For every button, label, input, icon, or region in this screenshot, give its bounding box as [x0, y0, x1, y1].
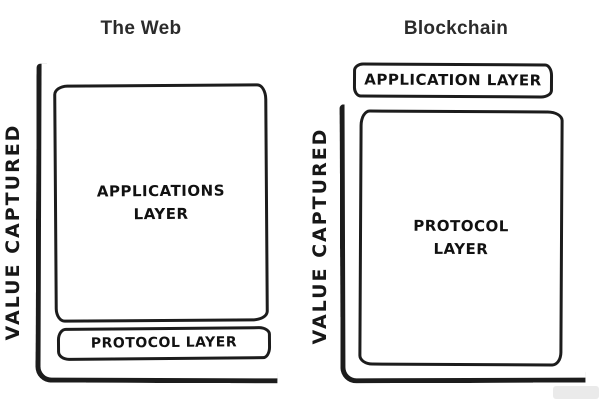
web-title: The Web [100, 18, 182, 39]
web-applications-layer-box: APPLICATIONS LAYER [53, 83, 269, 323]
web-applications-layer-label: APPLICATIONS LAYER [96, 181, 226, 224]
web-value-captured-axis-label: VALUE CAPTURED [2, 123, 24, 341]
blockchain-protocol-layer-box: PROTOCOL LAYER [358, 109, 564, 367]
blockchain-protocol-layer-label: PROTOCOL LAYER [413, 216, 509, 259]
blockchain-application-layer-box: APPLICATION LAYER [352, 62, 554, 99]
web-protocol-layer-box: PROTOCOL LAYER [56, 326, 272, 361]
blockchain-application-layer-label: APPLICATION LAYER [364, 70, 542, 90]
watermark-smudge [553, 386, 599, 399]
web-protocol-layer-label: PROTOCOL LAYER [90, 334, 238, 352]
blockchain-title: Blockchain [403, 18, 509, 39]
blockchain-value-captured-axis-label: VALUE CAPTURED [309, 127, 331, 345]
